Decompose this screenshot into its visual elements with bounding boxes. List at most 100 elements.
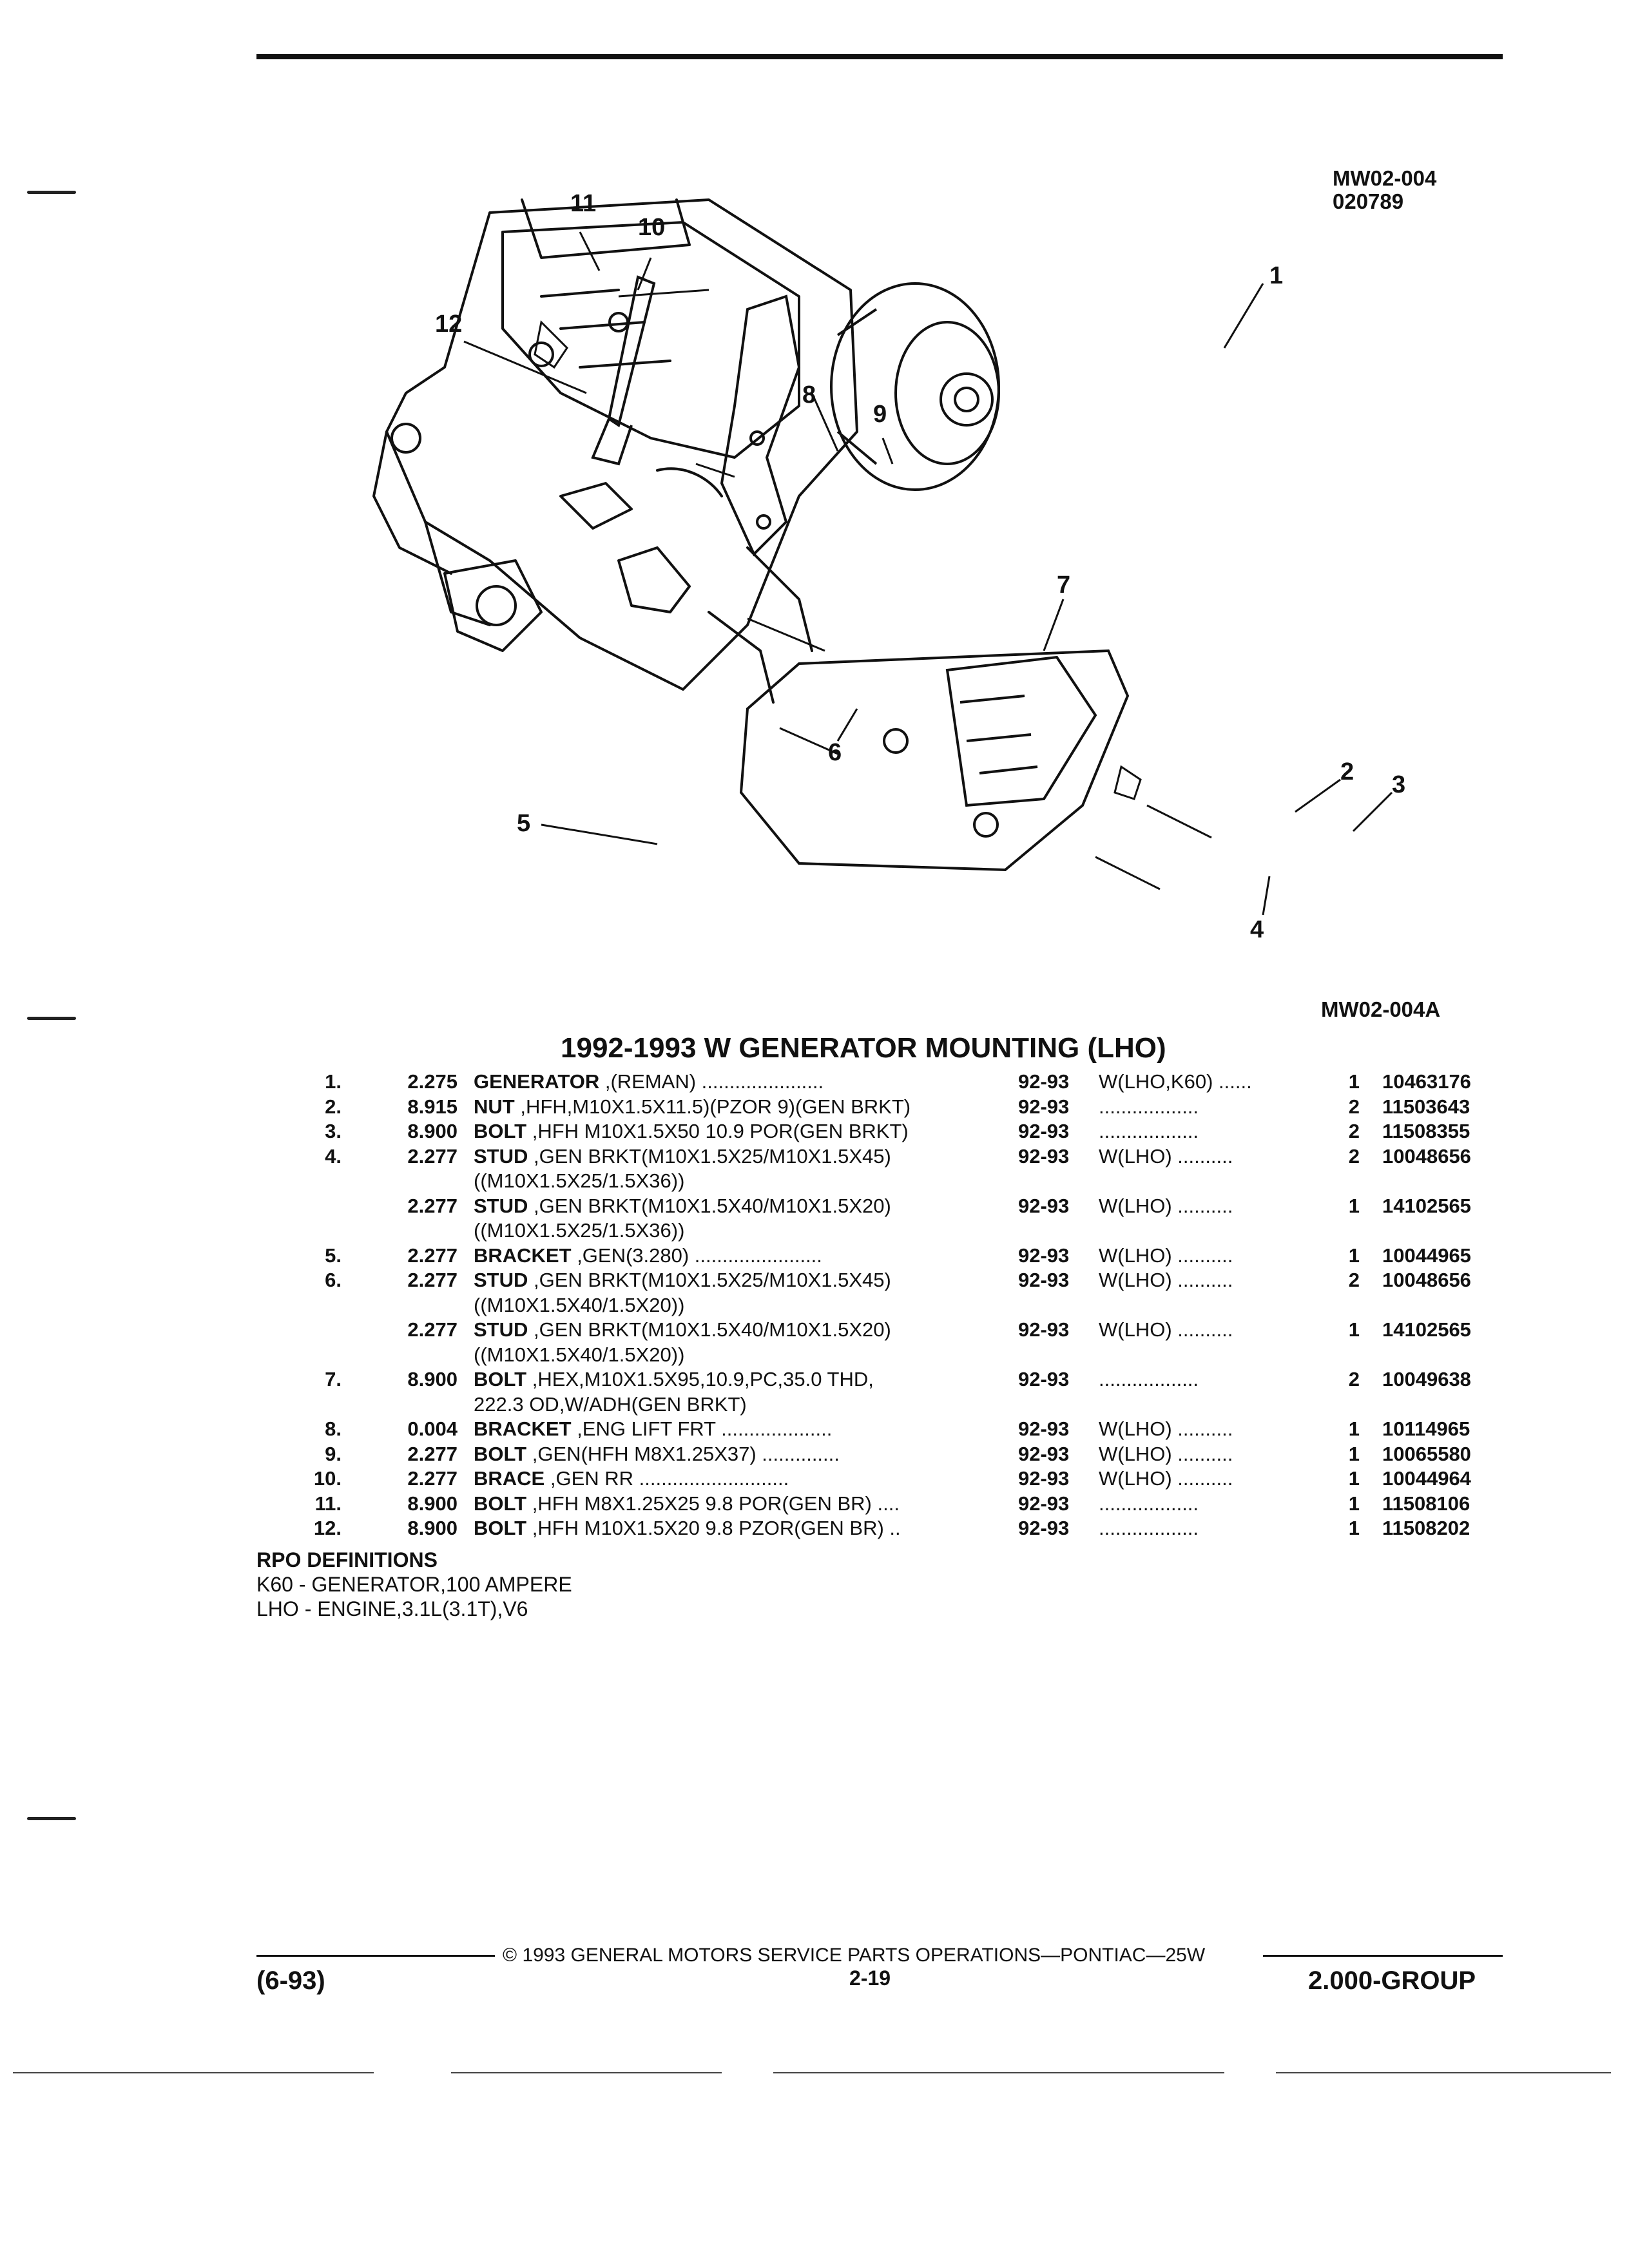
- margin-mark: [27, 1017, 76, 1020]
- group-number: 8.900: [407, 1517, 458, 1539]
- diagram-ref-code-bottom: MW02-004A: [1321, 997, 1441, 1021]
- part-description: GENERATOR ,(REMAN) .....................…: [474, 1070, 1286, 1095]
- part-description: BRACKET ,GEN(3.280) ....................…: [474, 1244, 1286, 1269]
- group-number: 2.277: [407, 1269, 458, 1291]
- part-detail: ((M10X1.5X25/1.5X36)): [474, 1169, 685, 1192]
- group-number: 0.004: [407, 1418, 458, 1440]
- scan-edge-line: [773, 2072, 1224, 2073]
- model-usage: W(LHO) ..........: [1099, 1418, 1233, 1440]
- model-years: 92-93: [1018, 1368, 1070, 1390]
- part-name: BRACE: [474, 1467, 545, 1490]
- part-number: 11503643: [1382, 1095, 1470, 1118]
- fasteners: [534, 289, 1212, 890]
- model-years: 92-93: [1018, 1095, 1070, 1118]
- part-number: 14102565: [1382, 1318, 1471, 1341]
- part-number: 10114965: [1382, 1418, 1470, 1440]
- table-row: 6. 2.277 STUD ,GEN BRKT(M10X1.5X25/M10X1.5…: [284, 1268, 1508, 1293]
- footer-rule-right: [1263, 1955, 1503, 1957]
- part-detail: ,HEX,M10X1.5X95,10.9,PC,35.0 THD,: [532, 1368, 874, 1390]
- item-number: 2.: [325, 1095, 342, 1118]
- exploded-parts-diagram: 1 2 3 4 5 6 7 8 9 10 11 12: [372, 190, 1405, 943]
- part-name: GENERATOR: [474, 1070, 600, 1093]
- model-years: 92-93: [1018, 1070, 1070, 1093]
- model-years: 92-93: [1018, 1269, 1070, 1291]
- part-detail: ,GEN BRKT(M10X1.5X25/M10X1.5X45): [534, 1144, 891, 1168]
- part-number: 10048656: [1382, 1269, 1471, 1291]
- quantity: 1: [1348, 1467, 1360, 1490]
- margin-mark: [27, 191, 76, 194]
- part-number: 10463176: [1382, 1070, 1471, 1093]
- generator-part-1: [830, 282, 1000, 491]
- callout-9: 9: [873, 401, 887, 428]
- item-number: 4.: [325, 1144, 342, 1168]
- model-years: 92-93: [1018, 1442, 1070, 1465]
- callout-7: 7: [1057, 572, 1070, 599]
- copyright-line: © 1993 GENERAL MOTORS SERVICE PARTS OPER…: [503, 1945, 1206, 1966]
- item-number: 10.: [313, 1467, 342, 1490]
- table-row: ((M10X1.5X40/1.5X20)): [284, 1293, 1508, 1318]
- item-number: 11.: [314, 1492, 342, 1515]
- part-name: STUD: [474, 1269, 528, 1291]
- part-name: BOLT: [474, 1492, 527, 1515]
- part-number: 11508106: [1382, 1492, 1470, 1515]
- quantity: 2: [1348, 1095, 1360, 1118]
- part-detail: ,GEN BRKT(M10X1.5X40/M10X1.5X20): [534, 1194, 891, 1217]
- part-description: NUT ,HFH,M10X1.5X11.5)(PZOR 9)(GEN BRKT): [474, 1095, 1286, 1120]
- quantity: 2: [1348, 1368, 1360, 1390]
- diagram-ref-date: 020789: [1333, 189, 1404, 213]
- quantity: 1: [1348, 1492, 1360, 1515]
- callout-6: 6: [828, 739, 842, 766]
- model-usage: ..................: [1099, 1120, 1199, 1142]
- part-description: 222.3 OD,W/ADH(GEN BRKT): [474, 1392, 1286, 1418]
- quantity: 1: [1348, 1517, 1360, 1539]
- part-description: ((M10X1.5X25/1.5X36)): [474, 1169, 1286, 1194]
- part-name: NUT: [474, 1095, 515, 1118]
- part-detail: ,GEN RR ...........................: [550, 1467, 789, 1490]
- callout-1: 1: [1269, 262, 1283, 289]
- item-number: 5.: [325, 1244, 342, 1267]
- part-detail: ,GEN BRKT(M10X1.5X25/M10X1.5X45): [534, 1269, 891, 1291]
- part-name: BOLT: [474, 1120, 527, 1142]
- part-name: STUD: [474, 1144, 528, 1168]
- part-detail: ,HFH M10X1.5X20 9.8 PZOR(GEN BR) ..: [532, 1517, 901, 1539]
- part-detail: ,(REMAN) ......................: [604, 1070, 824, 1093]
- part-name: BOLT: [474, 1517, 527, 1539]
- model-years: 92-93: [1018, 1517, 1070, 1539]
- quantity: 2: [1348, 1144, 1360, 1168]
- table-row: ((M10X1.5X25/1.5X36)): [284, 1218, 1508, 1244]
- rpo-definition: LHO - ENGINE,3.1L(3.1T),V6: [256, 1597, 528, 1620]
- scan-edge-line: [451, 2072, 722, 2073]
- model-usage: W(LHO) ..........: [1099, 1318, 1233, 1341]
- model-usage: W(LHO) ..........: [1099, 1467, 1233, 1490]
- scan-edge-line: [13, 2072, 374, 2073]
- part-description: ((M10X1.5X40/1.5X20)): [474, 1293, 1286, 1318]
- part-detail: ,HFH,M10X1.5X11.5)(PZOR 9)(GEN BRKT): [520, 1095, 911, 1118]
- part-description: STUD ,GEN BRKT(M10X1.5X40/M10X1.5X20): [474, 1194, 1286, 1219]
- part-description: BOLT ,HFH M10X1.5X50 10.9 POR(GEN BRKT): [474, 1119, 1286, 1144]
- group-number: 2.275: [407, 1070, 458, 1093]
- part-number: 10065580: [1382, 1442, 1471, 1465]
- group-number: 2.277: [407, 1244, 458, 1267]
- group-number: 8.900: [407, 1492, 458, 1515]
- part-number: 14102565: [1382, 1194, 1471, 1217]
- model-usage: W(LHO) ..........: [1099, 1194, 1233, 1217]
- callout-11: 11: [570, 190, 596, 217]
- model-usage: ..................: [1099, 1492, 1199, 1515]
- item-number: 6.: [325, 1269, 342, 1291]
- model-years: 92-93: [1018, 1120, 1070, 1142]
- table-row: 5. 2.277 BRACKET ,GEN(3.280) .............…: [284, 1244, 1508, 1269]
- part-name: BOLT: [474, 1442, 527, 1465]
- footer-rule-left: [256, 1955, 495, 1957]
- callout-4: 4: [1250, 916, 1264, 943]
- item-number: 3.: [325, 1120, 342, 1142]
- part-description: BRACKET ,ENG LIFT FRT ..................…: [474, 1417, 1286, 1442]
- model-years: 92-93: [1018, 1194, 1070, 1217]
